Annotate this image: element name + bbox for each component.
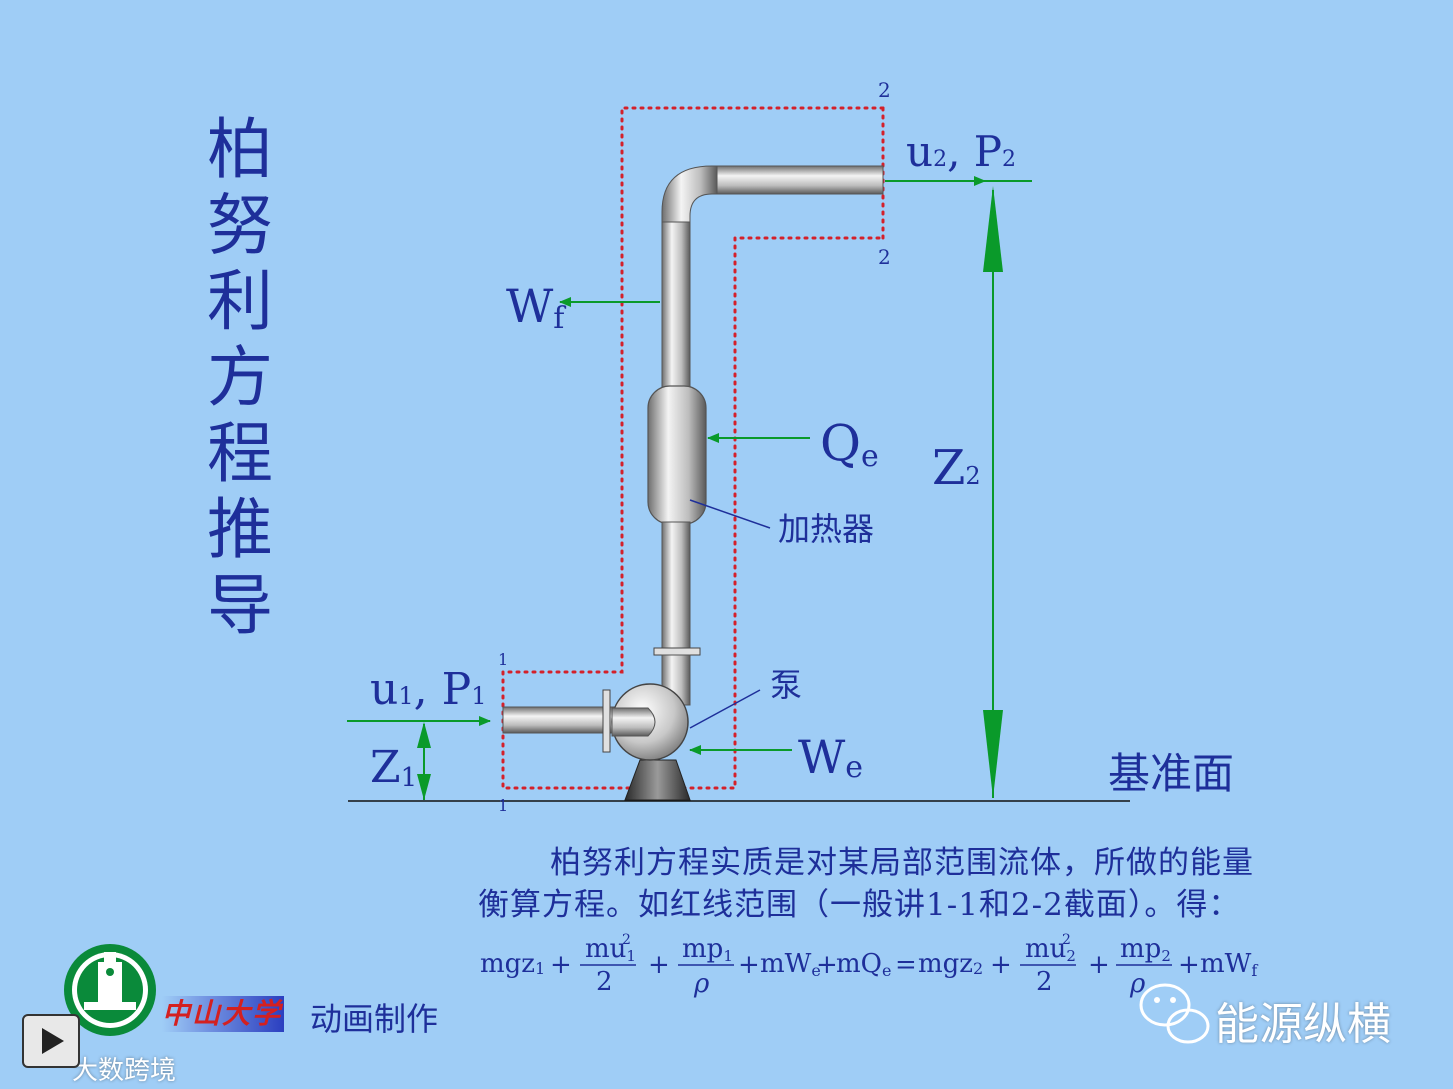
svg-text:mu2: mu2: [1025, 934, 1076, 965]
svg-text:mp1: mp1: [682, 934, 733, 965]
qe-label: Qe: [820, 414, 879, 474]
section-1-top-label: 1: [498, 650, 508, 669]
eq-plus-6: +: [1088, 950, 1110, 980]
pump-leader: [689, 689, 761, 729]
title-char: 努: [207, 187, 273, 264]
wf-label: Wf: [506, 279, 566, 336]
u2-p2-label: u2, P2: [906, 127, 1016, 176]
pump-base: [624, 759, 691, 801]
play-button[interactable]: [22, 1014, 80, 1068]
eq-term-mqe: mQe: [836, 949, 891, 980]
svg-text:mu1: mu1: [585, 934, 636, 965]
eq-plus-7: +: [1178, 950, 1200, 980]
z1-label: Z1: [370, 742, 417, 793]
eq-term-mwf: mWf: [1200, 949, 1258, 980]
title-char: 柏: [207, 111, 273, 188]
datum-label: 基准面: [1108, 749, 1234, 798]
eq-plus-4: +: [816, 950, 838, 980]
svg-text:mp2: mp2: [1120, 934, 1171, 965]
u1-p1-label: u1, P1: [370, 664, 486, 715]
eq-plus-1: +: [550, 950, 572, 980]
eq-frac-kinetic-2: mu2 2 2: [1020, 932, 1076, 997]
riser-pipe-lower: [661, 521, 691, 653]
description-paragraph: 柏努利方程实质是对某局部范围流体，所做的能量 衡算方程。如红线范围（一般讲1-1…: [478, 842, 1358, 926]
z2-arrow-bottom: [983, 710, 1003, 798]
z1-arrow-bottom: [417, 774, 431, 800]
we-label: We: [798, 730, 863, 785]
eq-frac-pressure-2: mp2 ρ: [1116, 934, 1172, 999]
description-line-2: 衡算方程。如红线范围（一般讲1-1和2-2截面）。得：: [478, 887, 1241, 923]
eq-plus-3: +: [738, 950, 760, 980]
pipe-elbow: [661, 165, 718, 226]
eq-term-mwe: mWe: [760, 949, 821, 980]
section-1-bottom-label: 1: [498, 796, 508, 815]
svg-text:2: 2: [622, 932, 631, 948]
title-char: 导: [207, 567, 273, 644]
section-2-top-label: 2: [878, 78, 891, 102]
svg-text:ρ: ρ: [693, 969, 710, 999]
title-char: 程: [207, 415, 273, 492]
section-2-bottom-label: 2: [878, 245, 891, 269]
title-char: 推: [207, 491, 273, 568]
pump-label: 泵: [770, 666, 802, 704]
z2-label: Z2: [932, 440, 981, 496]
title-char: 方: [207, 339, 273, 416]
svg-text:2: 2: [596, 967, 613, 997]
pump-discharge-flange: [653, 647, 701, 656]
bernoulli-equation: mgz1 + mu1 2 2 + mp1 ρ + mWe + mQe = mgz…: [480, 932, 1258, 999]
university-emblem-icon: [64, 944, 156, 1036]
z2-arrow-top: [983, 186, 1003, 272]
eq-frac-pressure-1: mp1 ρ: [678, 934, 734, 999]
wechat-icon: [1139, 983, 1210, 1044]
animation-credit: 动画制作: [310, 1000, 439, 1038]
eq-plus-2: +: [648, 950, 670, 980]
eq-term-mgz1: mgz1: [480, 949, 545, 979]
description-line-1: 柏努利方程实质是对某局部范围流体，所做的能量: [550, 845, 1254, 881]
play-icon: [42, 1028, 64, 1054]
inlet-flange: [602, 689, 611, 753]
heater-leader: [689, 499, 771, 529]
eq-equals: =: [895, 950, 917, 980]
z1-arrow-top: [417, 722, 431, 748]
outlet-pipe: [711, 165, 884, 195]
site-watermark: 大数跨境: [72, 1056, 177, 1086]
svg-text:2: 2: [1036, 967, 1053, 997]
svg-text:2: 2: [1062, 932, 1071, 948]
title-char: 利: [207, 263, 273, 340]
riser-pipe-upper: [661, 221, 691, 393]
page-title: 柏 努 利 方 程 推 导: [200, 112, 280, 644]
brand-watermark: 能源纵横: [1215, 999, 1391, 1050]
heater-label: 加热器: [778, 510, 874, 548]
university-name: 中山大学: [162, 996, 284, 1032]
eq-plus-5: +: [990, 950, 1012, 980]
eq-frac-kinetic-1: mu1 2 2: [580, 932, 636, 997]
eq-term-mgz2: mgz2: [918, 949, 983, 979]
svg-text:ρ: ρ: [1129, 969, 1146, 999]
pump-eye: [611, 707, 656, 737]
